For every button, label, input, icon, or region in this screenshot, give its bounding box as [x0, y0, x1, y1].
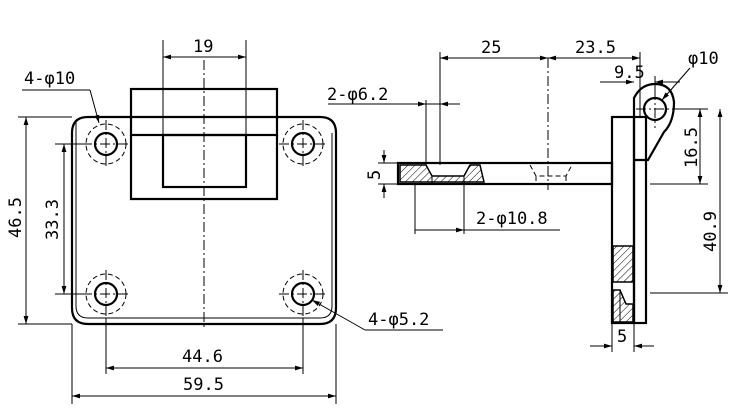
callout-hole-small: 4-φ5.2	[368, 310, 429, 330]
front-hole-top-left	[82, 120, 130, 168]
callout-countersink: 2-φ6.2	[327, 85, 388, 105]
dim-overall-width: 59.5	[183, 375, 224, 395]
side-pin-housing	[632, 115, 648, 325]
dim-overall-height: 46.5	[6, 197, 26, 238]
front-hole-bottom-left	[82, 270, 130, 318]
dim-hole-spacing-vertical: 33.3	[43, 199, 63, 240]
side-plate-section-left	[399, 164, 485, 183]
side-leaf-section-bottom	[612, 245, 634, 283]
dim-plate-thickness: 5	[365, 170, 385, 180]
callout-counterbore: 2-φ10.8	[476, 209, 548, 229]
dim-leaf-width: 19	[193, 37, 213, 57]
front-plate-outline	[70, 115, 338, 326]
dim-hole-spacing-horizontal: 44.6	[182, 347, 223, 367]
front-leaf-inner	[161, 133, 248, 189]
dim-pin-offset: 9.5	[614, 63, 645, 83]
side-knuckle	[632, 82, 676, 162]
dim-bottom-thickness: 5	[617, 327, 627, 347]
dim-total-height: 40.9	[701, 211, 721, 252]
front-view: 19 4-φ10 46.5 33.3 44.6 59.5 4-φ5.2	[6, 37, 443, 404]
dim-hole-distance: 25	[481, 38, 501, 58]
front-hole-bottom-right	[279, 270, 327, 318]
dim-upper-height: 16.5	[682, 127, 702, 168]
dim-offset-distance: 23.5	[575, 38, 616, 58]
callout-hole-large: 4-φ10	[24, 69, 75, 89]
callout-pin-diameter: φ10	[688, 49, 719, 69]
side-view: 2-φ6.2 25 23.5 9.5 φ10 5 2-φ10.8 16.5	[327, 38, 728, 352]
front-hole-top-right	[279, 120, 327, 168]
